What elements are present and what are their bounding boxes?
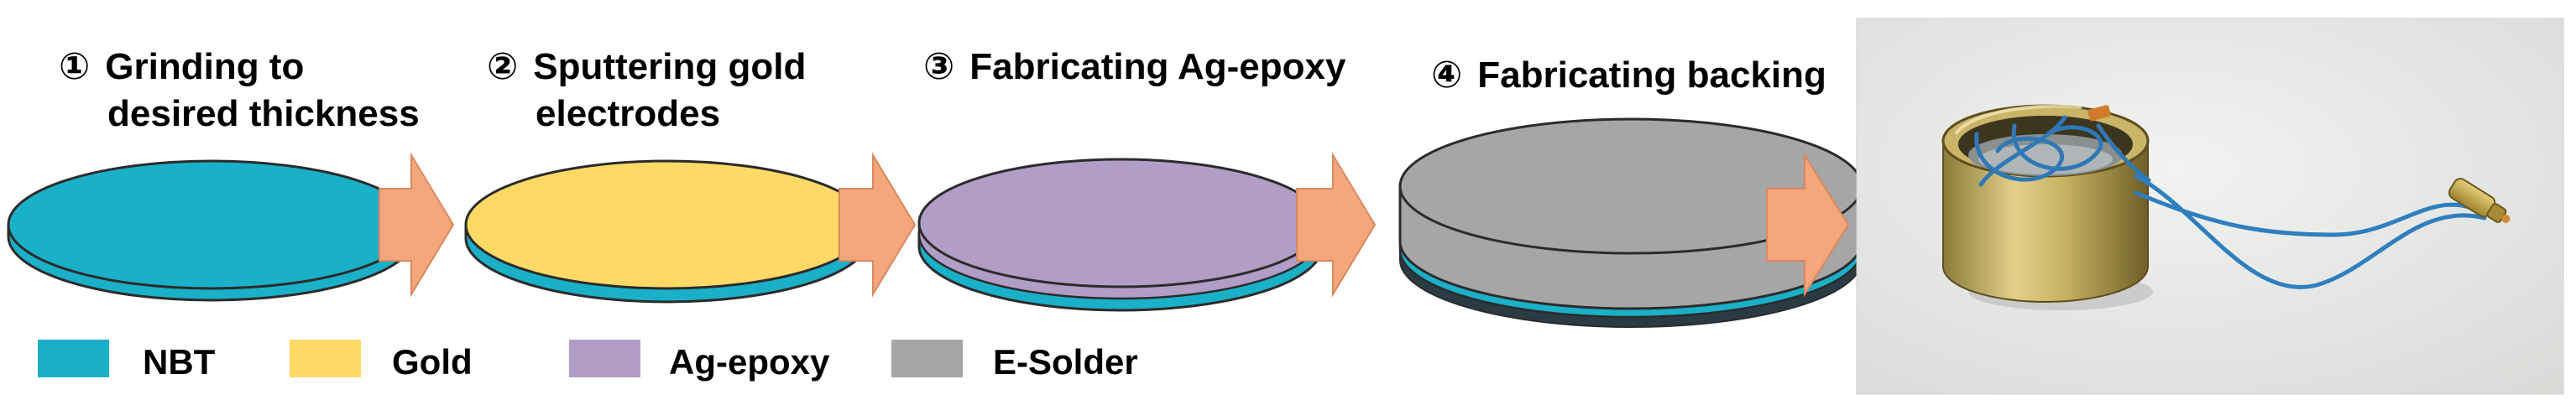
step-1-title: ① Grinding to desired thickness <box>59 46 420 134</box>
step-2-title-line2: electrodes <box>536 93 720 134</box>
step-1-number: ① <box>59 46 90 87</box>
legend-swatch-e-solder <box>891 340 963 377</box>
step-4-title: ④ Fabricating backing <box>1431 55 1826 96</box>
disc-ag-epoxy <box>917 158 1324 312</box>
step-2-number: ② <box>487 46 518 87</box>
legend-swatch-ag-epoxy <box>569 340 640 377</box>
step-4-number: ④ <box>1431 55 1462 96</box>
disc-nbt <box>7 159 416 302</box>
step-3-title: ③ Fabricating Ag-epoxy <box>923 46 1346 87</box>
transducer-photo <box>1856 18 2564 395</box>
step-2-title-line1: Sputtering gold <box>533 46 806 87</box>
step-3-number: ③ <box>923 46 954 87</box>
legend-swatch-gold <box>290 340 361 377</box>
arrow-3 <box>1296 152 1377 298</box>
arrow-4 <box>1766 152 1850 298</box>
step-1-title-line1: Grinding to <box>105 46 304 87</box>
legend-label-ag-epoxy: Ag-epoxy <box>669 342 830 382</box>
step-1-title-line2: desired thickness <box>107 93 420 134</box>
arrow-2 <box>839 152 917 298</box>
legend-label-nbt: NBT <box>143 342 216 382</box>
step-2-title: ② Sputtering gold electrodes <box>487 46 806 134</box>
legend-label-e-solder: E-Solder <box>993 342 1138 382</box>
disc-gold <box>464 159 870 304</box>
step-4-title-line1: Fabricating backing <box>1477 55 1826 96</box>
legend-label-gold: Gold <box>392 342 473 382</box>
legend-swatch-nbt <box>38 340 109 377</box>
disc-backing <box>1398 117 1863 328</box>
arrow-1 <box>379 152 455 298</box>
step-3-title-line1: Fabricating Ag-epoxy <box>969 46 1346 87</box>
legend: NBT Gold Ag-epoxy E-Solder <box>38 340 1138 382</box>
